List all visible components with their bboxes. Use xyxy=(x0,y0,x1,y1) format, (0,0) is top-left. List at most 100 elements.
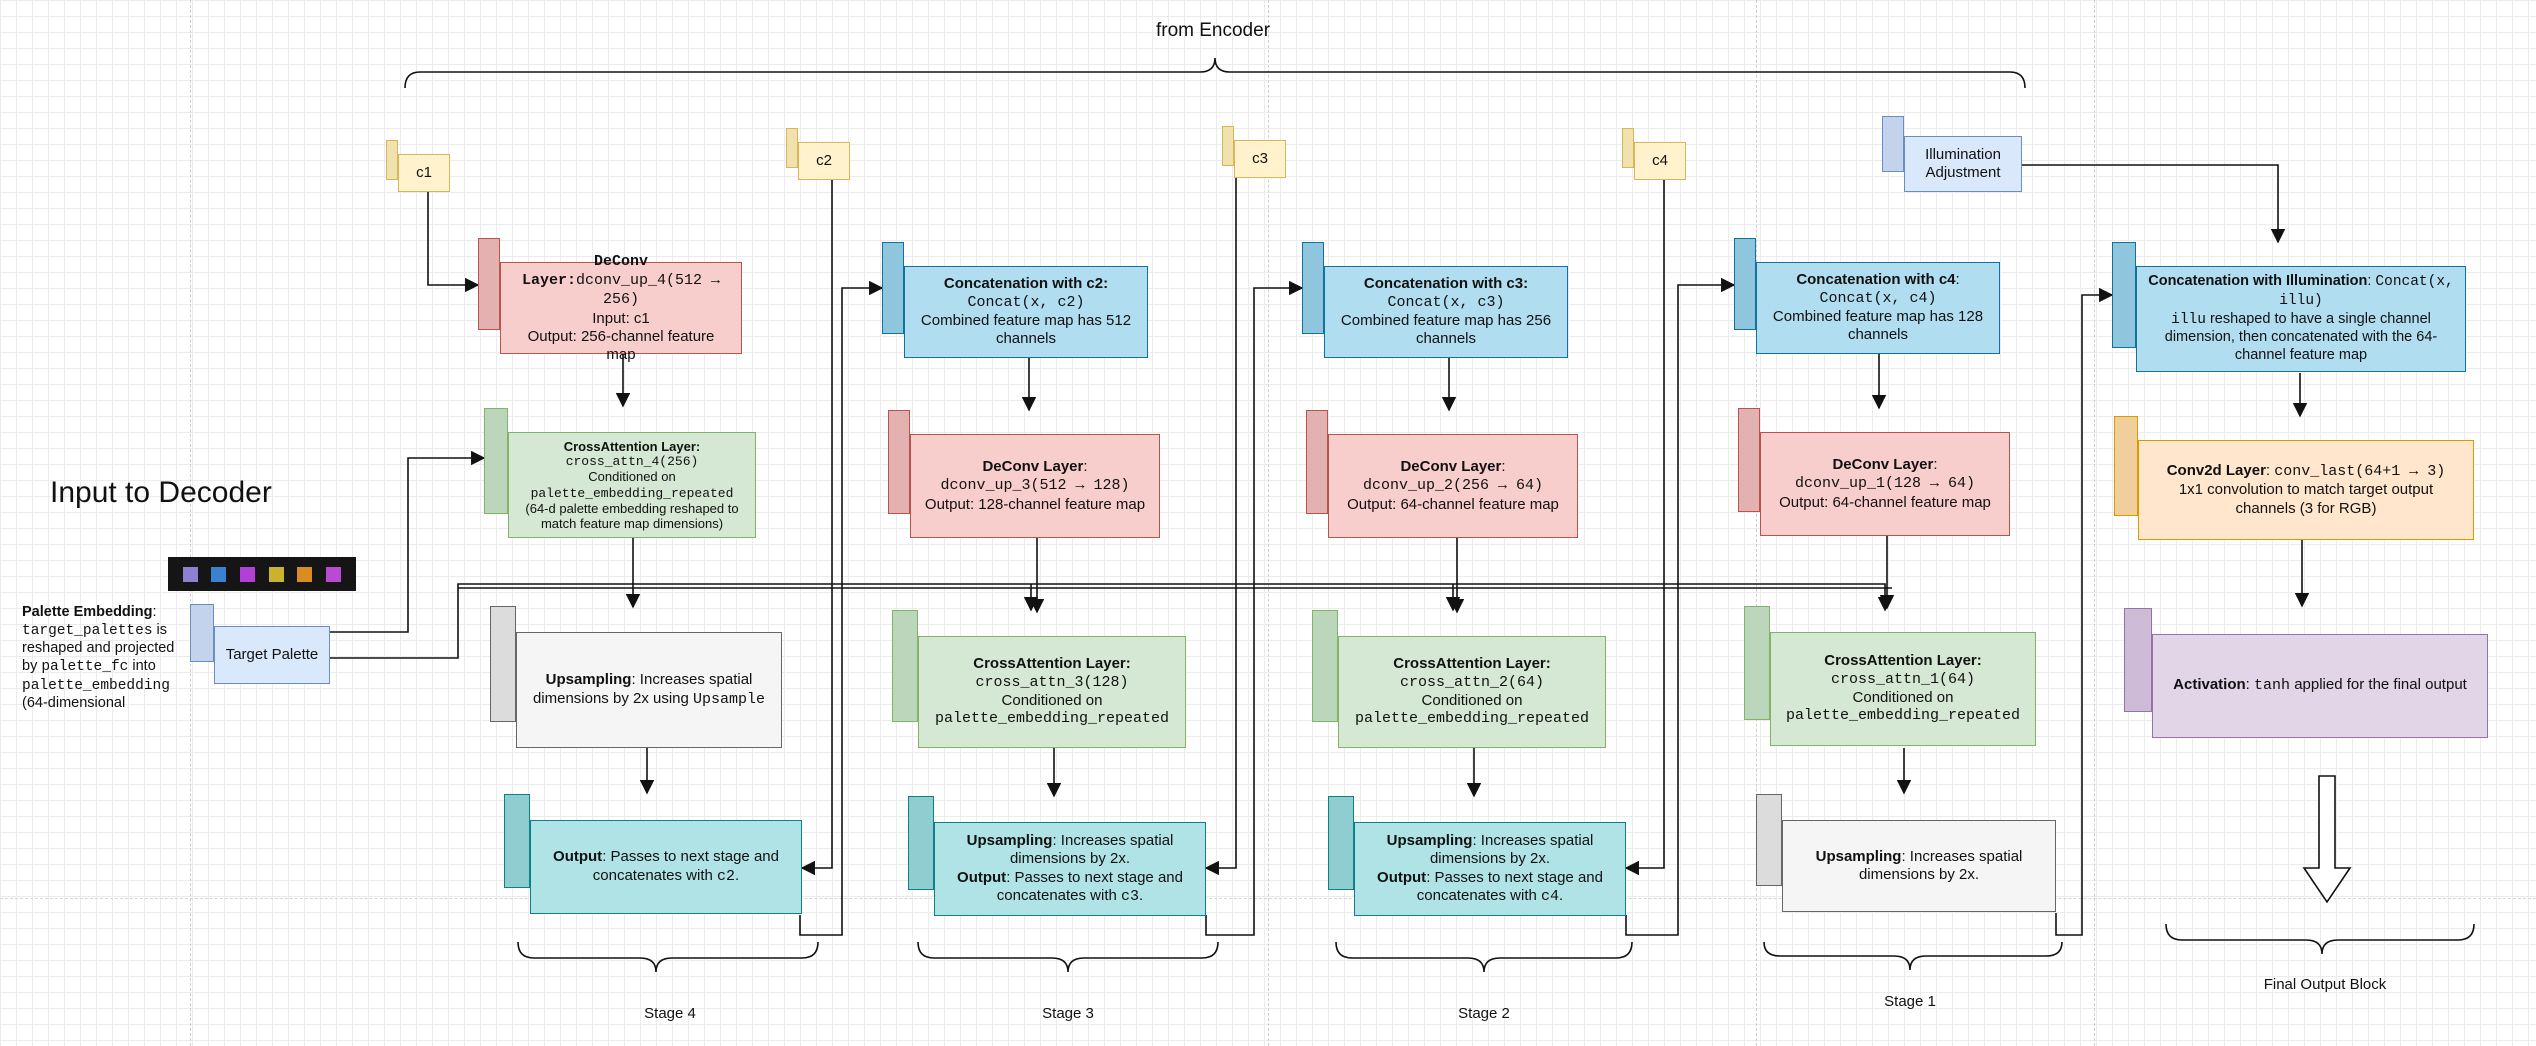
stage1-upsampling-block: Upsampling: Increases spatial dimensions… xyxy=(1756,794,2056,912)
final-output-arrow xyxy=(2302,775,2352,904)
stage1-deconv-code: dconv_up_1(128 → 64) xyxy=(1794,475,1976,493)
palette-embedding-text1: is reshaped and projected by xyxy=(22,621,175,675)
stage1-deconv-output: Output: 64-channel feature map xyxy=(1779,493,1991,511)
skip-c4-label: c4 xyxy=(1634,142,1686,180)
final-concat-text: reshaped to have a single channel dimens… xyxy=(2164,310,2438,364)
stage2-crossattn-block: CrossAttention Layer: cross_attn_2(64) C… xyxy=(1312,610,1606,748)
stage4-upsampling-text: : Increases spatial dimensions by 2x usi… xyxy=(532,671,753,707)
skip-c4-cube: c4 xyxy=(1622,128,1686,180)
stage2-crossattn-cond: Conditioned on xyxy=(1421,692,1523,709)
palette-embedding-note: Palette Embedding: target_palettes is re… xyxy=(22,604,190,713)
stage1-crossattn-code: cross_attn_1(64) xyxy=(1830,670,1976,688)
stage3-output-text: : Passes to next stage and concatenates … xyxy=(996,868,1183,904)
stage2-deconv-code: dconv_up_2(256 → 64) xyxy=(1362,477,1544,495)
palette-embedding-code2: palette_fc xyxy=(41,659,129,676)
stage1-deconv-block: DeConv Layer: dconv_up_1(128 → 64) Outpu… xyxy=(1738,408,2010,536)
final-activation-code: tanh xyxy=(2254,677,2291,695)
stage2-concat-block: Concatenation with c3: Concat(x, c3) Com… xyxy=(1302,242,1568,358)
stage3-crossattn-title: CrossAttention Layer: xyxy=(973,655,1131,673)
stage2-upsampling-block: Upsampling: Increases spatial dimensions… xyxy=(1328,796,1626,916)
stage3-deconv-block: DeConv Layer: dconv_up_3(512 → 128) Outp… xyxy=(888,410,1160,538)
stage4-output-block: Output: Passes to next stage and concate… xyxy=(504,794,802,914)
final-output-block-label: Final Output Block xyxy=(2263,976,2387,993)
palette-embedding-code3: palette_embedding xyxy=(22,677,170,694)
stage3-output-end: . xyxy=(1139,886,1144,904)
stage4-deconv-input: Input: c1 xyxy=(592,309,650,327)
stage2-output-end: . xyxy=(1559,886,1564,904)
stage1-upsampling-text: : Increases spatial dimensions by 2x. xyxy=(1858,847,2023,883)
palette-embedding-text2: into xyxy=(128,658,156,675)
arrow-palette-crossattn4 xyxy=(328,450,486,633)
input-to-decoder-label: Input to Decoder xyxy=(50,476,272,509)
stage4-deconv-output: Output: 256-channel feature map xyxy=(527,327,715,364)
stage3-concat-title: Concatenation with c2: xyxy=(943,275,1109,293)
target-palette-label: Target Palette xyxy=(214,626,330,684)
stage2-output-code: c4 xyxy=(1541,887,1560,905)
stage4-output-text: : Passes to next stage and concatenates … xyxy=(592,848,779,884)
stage2-deconv-output: Output: 64-channel feature map xyxy=(1347,495,1559,513)
skip-c3-label: c3 xyxy=(1234,140,1286,178)
stage2-deconv-title: DeConv Layer xyxy=(1400,458,1502,476)
final-concat-block: Concatenation with Illumination: Concat(… xyxy=(2112,242,2466,372)
stage4-crossattn-block: CrossAttention Layer: cross_attn_4(256) … xyxy=(484,408,756,538)
stage2-deconv-block: DeConv Layer: dconv_up_2(256 → 64) Outpu… xyxy=(1306,410,1578,538)
final-concat-code: Concat(x, illu) xyxy=(2279,274,2454,309)
arrow-c4 xyxy=(1624,180,1665,876)
from-encoder-label: from Encoder xyxy=(1155,20,1271,41)
stage4-output-code: c2 xyxy=(717,867,736,885)
guide-line xyxy=(190,0,191,1046)
stage4-crossattn-code2: palette_embedding_repeated xyxy=(530,485,734,501)
stage2-concat-title: Concatenation with c3: xyxy=(1363,275,1529,293)
stage3-upsampling-text: : Increases spatial dimensions by 2x. xyxy=(1009,831,1174,868)
stage2-concat-code: Concat(x, c3) xyxy=(1387,293,1505,311)
illumination-line1: Illumination xyxy=(1925,145,2001,163)
palette-swatch xyxy=(182,566,198,582)
arrow-c3 xyxy=(1204,176,1237,876)
stage2-upsampling-title: Upsampling xyxy=(1386,831,1473,849)
palette-swatch xyxy=(211,566,227,582)
guide-line xyxy=(1756,0,1757,1046)
stage1-crossattn-block: CrossAttention Layer: cross_attn_1(64) C… xyxy=(1744,606,2036,746)
illumination-adjustment-block: Illumination Adjustment xyxy=(1882,116,2022,192)
stage4-deconv-title: DeConv Layer: xyxy=(521,252,648,289)
stage2-crossattn-code2: palette_embedding_repeated xyxy=(1354,710,1590,728)
final-conv2d-code: conv_last(64+1 → 3) xyxy=(2274,463,2446,481)
final-conv2d-text: 1x1 convolution to match target output c… xyxy=(2178,481,2434,517)
stage4-deconv-code: dconv_up_4(512 → 256) xyxy=(575,271,721,309)
stage2-output-title: Output xyxy=(1377,868,1427,886)
stage3-crossattn-cond: Conditioned on xyxy=(1001,692,1103,709)
stage4-upsampling-code: Upsample xyxy=(693,690,766,708)
skip-c3-cube: c3 xyxy=(1222,126,1286,178)
skip-c2-cube: c2 xyxy=(786,128,850,180)
stage4-output-title: Output xyxy=(553,848,603,866)
stage2-output-text: : Passes to next stage and concatenates … xyxy=(1416,868,1603,904)
arrow-illumination xyxy=(2016,164,2286,244)
final-activation-title: Activation xyxy=(2173,676,2246,694)
stage2-concat-text: Combined feature map has 256 channels xyxy=(1340,312,1552,348)
palette-swatch-strip xyxy=(168,557,356,591)
final-activation-text: applied for the final output xyxy=(2290,676,2467,694)
stage3-label: Stage 3 xyxy=(1042,1005,1094,1022)
stage4-upsampling-block: Upsampling: Increases spatial dimensions… xyxy=(490,606,782,748)
illumination-line2: Adjustment xyxy=(1925,164,2001,181)
skip-c1-label: c1 xyxy=(398,154,450,192)
stage4-upsampling-title: Upsampling xyxy=(545,671,632,689)
stage4-crossattn-cond: Conditioned on xyxy=(588,469,676,485)
stage2-crossattn-code: cross_attn_2(64) xyxy=(1399,673,1545,691)
stage3-upsampling-title: Upsampling xyxy=(966,831,1053,849)
stage1-crossattn-code2: palette_embedding_repeated xyxy=(1785,707,2021,725)
final-conv2d-block: Conv2d Layer: conv_last(64+1 → 3) 1x1 co… xyxy=(2114,416,2474,540)
stage4-label: Stage 4 xyxy=(644,1005,696,1022)
stage3-upsampling-block: Upsampling: Increases spatial dimensions… xyxy=(908,796,1206,916)
stage3-deconv-output: Output: 128-channel feature map xyxy=(924,495,1146,513)
stage3-deconv-code: dconv_up_3(512 → 128) xyxy=(940,477,1130,495)
target-palette-block: Target Palette xyxy=(190,604,330,684)
stage4-crossattn-code: cross_attn_4(256) xyxy=(565,453,699,469)
palette-embedding-text3: (64-dimensional xyxy=(22,695,126,712)
palette-swatch xyxy=(326,566,342,582)
stage3-concat-block: Concatenation with c2: Concat(x, c2) Com… xyxy=(882,242,1148,358)
palette-swatch xyxy=(297,566,313,582)
stage3-crossattn-block: CrossAttention Layer: cross_attn_3(128) … xyxy=(892,610,1186,748)
stage3-output-code: c3 xyxy=(1121,887,1140,905)
